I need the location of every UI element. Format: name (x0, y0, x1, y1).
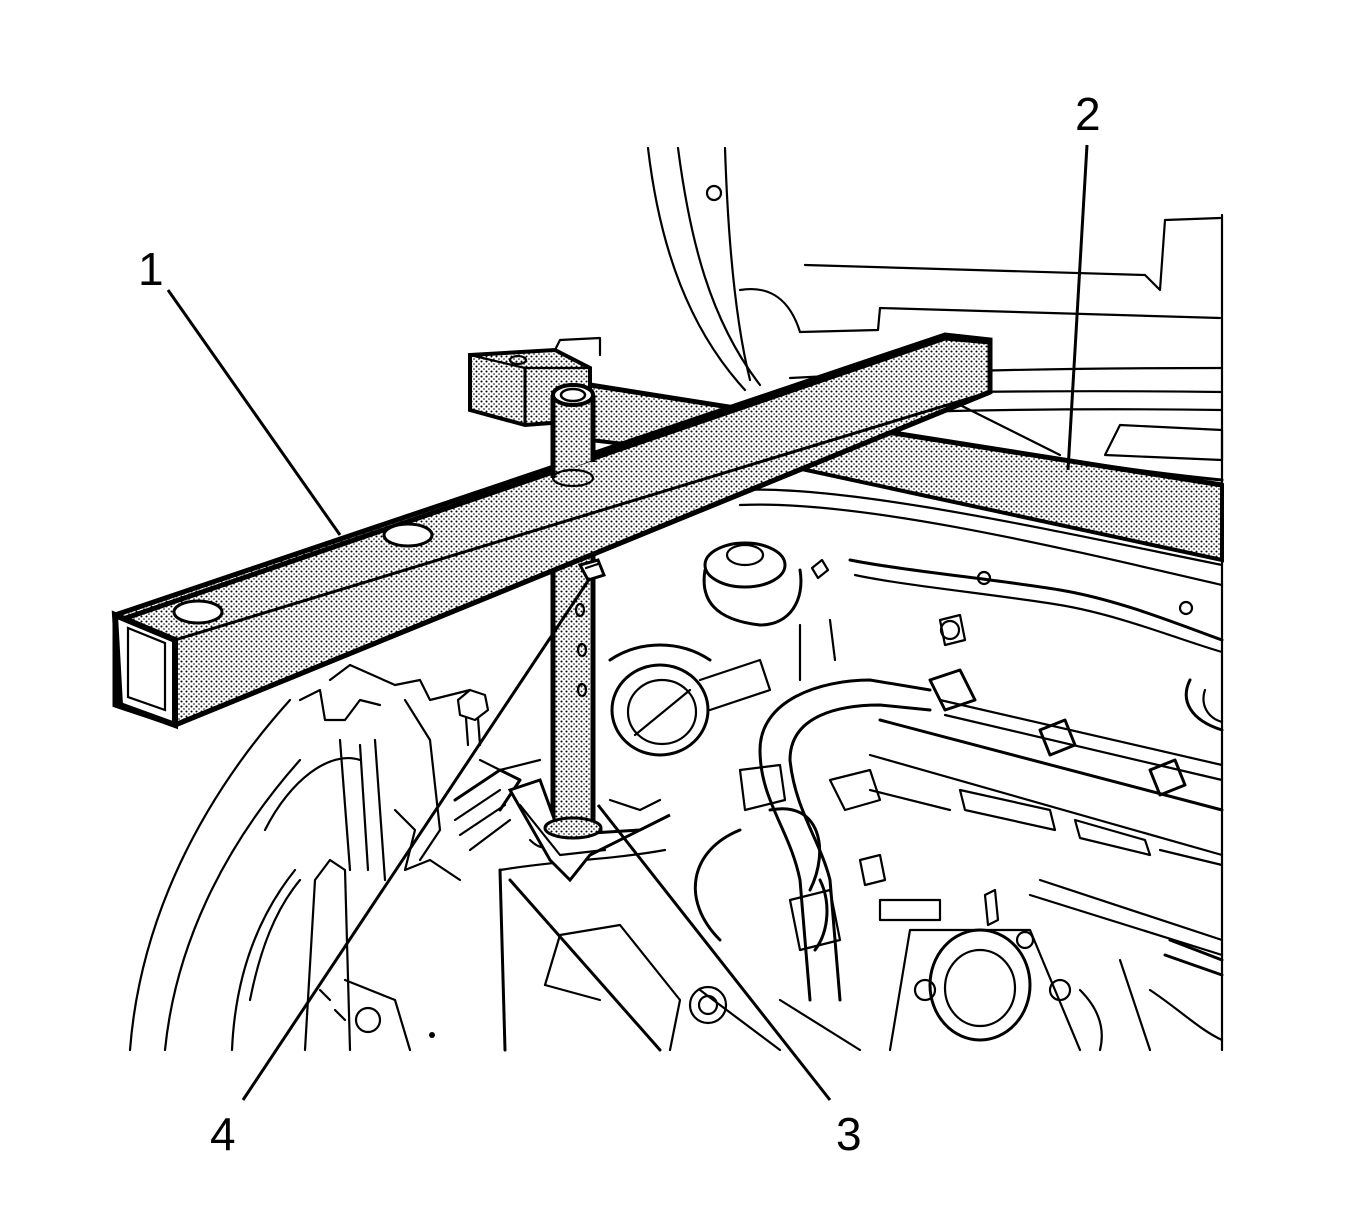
leader-line-2 (1066, 144, 1089, 471)
callout-2: 2 (1075, 88, 1101, 140)
callout-4: 4 (210, 1108, 236, 1160)
callout-1: 1 (138, 243, 164, 295)
leader-lines (166, 144, 1089, 1101)
leader-line-3 (596, 804, 832, 1101)
leader-line-4 (241, 577, 592, 1101)
callout-labels: 1 2 3 4 (138, 88, 1101, 1160)
support-fixture-tool (111, 332, 1224, 883)
callout-3: 3 (836, 1108, 862, 1160)
leader-line-1 (166, 289, 342, 536)
